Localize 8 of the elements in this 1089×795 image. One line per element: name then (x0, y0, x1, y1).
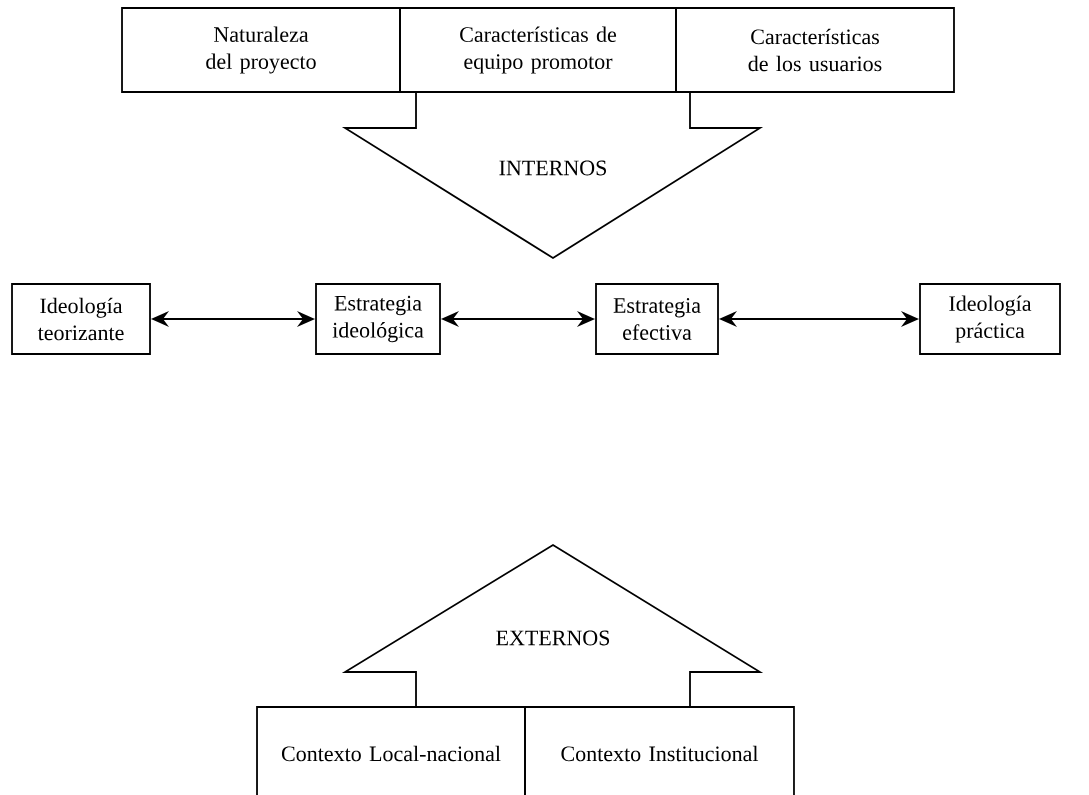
text-box: Contexto Institucional (524, 706, 795, 795)
text-box: Estrategia ideológica (315, 283, 441, 355)
text-box: Características de los usuarios (675, 7, 955, 93)
text-box: Ideología teorizante (11, 283, 151, 355)
text-box: Contexto Local-nacional (256, 706, 526, 795)
text-box: Estrategia efectiva (595, 283, 719, 355)
text-box: Naturaleza del proyecto (121, 7, 401, 93)
text-box: Ideología práctica (919, 283, 1061, 355)
